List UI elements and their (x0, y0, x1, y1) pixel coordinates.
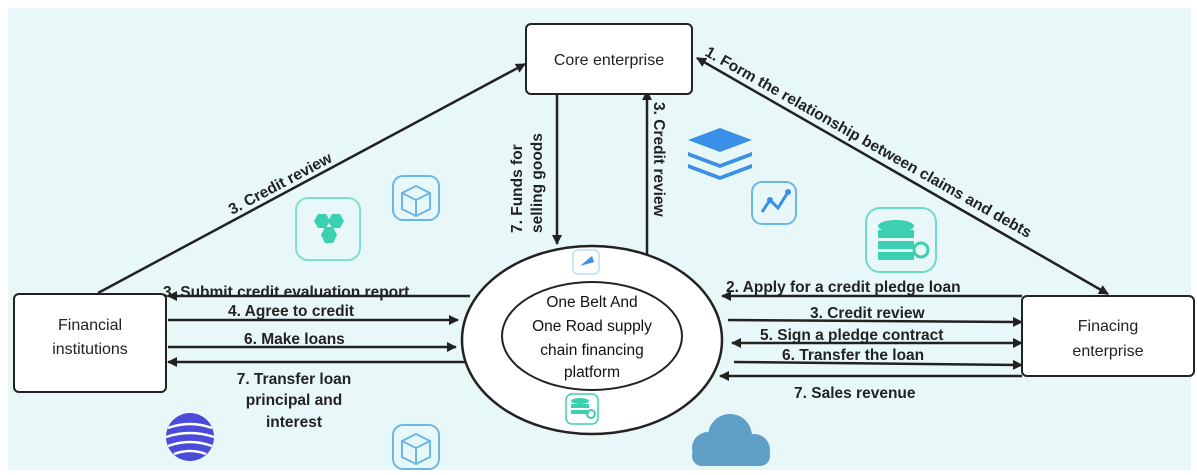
database-settings-icon (865, 207, 937, 273)
financing-label-line2: enterprise (1072, 343, 1143, 360)
arrow-credit-review-right (727, 316, 1023, 327)
label-funds-selling-goods: 7. Funds for selling goods (509, 133, 546, 233)
label-transfer-principal-line1: 7. Transfer loan (237, 371, 352, 388)
rocket-icon (572, 249, 600, 275)
core-enterprise-label: Core enterprise (554, 52, 664, 69)
platform-label-line2: One Road supply (532, 318, 652, 335)
globe-icon (165, 413, 215, 461)
financing-label-line1: Finacing (1078, 318, 1138, 335)
node-financial-institutions: Financial institutions (13, 293, 167, 393)
label-credit-review-right: 3. Credit review (810, 305, 926, 322)
financial-label-line2: institutions (52, 341, 128, 358)
node-platform: One Belt And One Road supply chain finan… (460, 244, 724, 436)
box-icon (392, 424, 440, 470)
label-transfer-principal-line2: principal and (246, 392, 342, 409)
label-sign-contract: 5. Sign a pledge contract (760, 327, 943, 344)
financial-label-line1: Financial (58, 317, 122, 334)
label-make-loans: 6. Make loans (244, 331, 345, 348)
label-transfer-loan: 6. Transfer the loan (782, 347, 924, 364)
node-financing-enterprise: Finacing enterprise (1021, 295, 1195, 377)
hexagon-cluster-icon (295, 197, 361, 261)
platform-label-line1: One Belt And (546, 294, 637, 311)
box-icon (392, 175, 440, 221)
label-agree-credit: 4. Agree to credit (228, 303, 354, 320)
label-credit-review-vertical: 3. Credit review (650, 102, 667, 218)
label-funds-line1: 7. Funds for (509, 144, 526, 233)
label-submit-report: 3. Submit credit evaluation report (163, 284, 409, 301)
platform-label-line3: chain financing (540, 342, 643, 359)
cloud-icon (692, 414, 770, 466)
arrow-financial-to-core (97, 62, 526, 295)
platform-label-line4: platform (564, 364, 620, 381)
label-funds-line2: selling goods (529, 133, 546, 233)
database-icon (565, 393, 599, 425)
label-transfer-principal-line3: interest (266, 414, 322, 431)
arrow-transfer-loan (733, 359, 1023, 370)
node-core-enterprise: Core enterprise (525, 23, 693, 95)
label-sales-revenue: 7. Sales revenue (794, 385, 916, 402)
label-apply-loan: 2. Apply for a credit pledge loan (726, 279, 961, 296)
arrow-core-to-financing (696, 56, 1109, 296)
label-transfer-principal: 7. Transfer loan principal and interest (237, 371, 352, 431)
chart-line-icon (751, 181, 797, 225)
layers-icon (688, 128, 752, 180)
